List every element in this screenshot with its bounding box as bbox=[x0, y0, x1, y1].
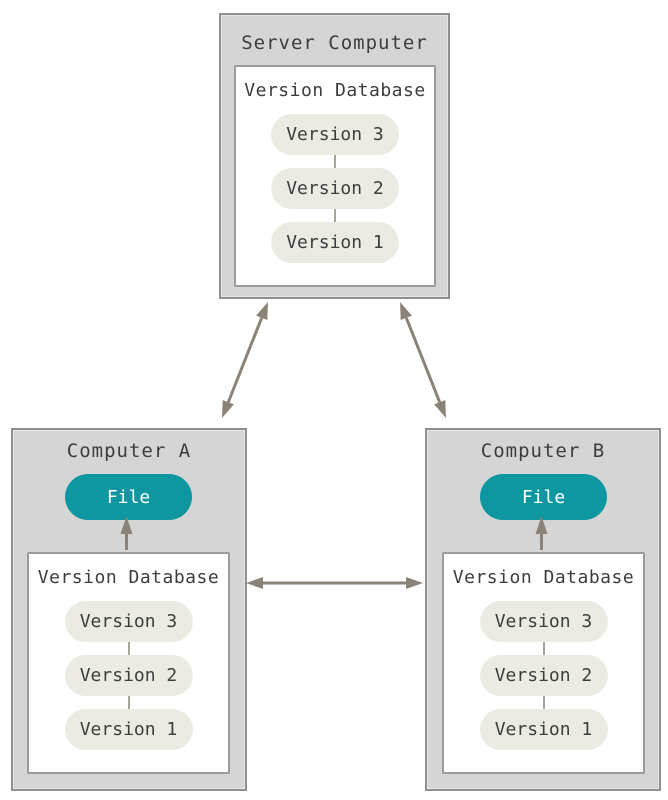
computer-a-version-stack: Version 3 Version 2 Version 1 bbox=[29, 601, 228, 750]
server-version-stack: Version 3 Version 2 Version 1 bbox=[236, 114, 434, 263]
version-connector-line bbox=[127, 642, 130, 655]
version-connector-line bbox=[542, 696, 545, 709]
version-pill: Version 1 bbox=[271, 222, 399, 263]
server-version-database-box: Version Database Version 3 Version 2 Ver… bbox=[234, 65, 436, 287]
computer-b-version-stack: Version 3 Version 2 Version 1 bbox=[444, 601, 643, 750]
computer-b-title: Computer B bbox=[480, 440, 606, 462]
version-pill: Version 3 bbox=[271, 114, 399, 155]
computer-b-box: Computer B File Version Database Version… bbox=[425, 428, 661, 791]
version-connector-line bbox=[542, 642, 545, 655]
version-pill: Version 3 bbox=[479, 601, 608, 642]
version-pill: Version 2 bbox=[271, 168, 399, 209]
version-pill: Version 3 bbox=[64, 601, 193, 642]
computer-b-file-pill: File bbox=[480, 474, 607, 520]
computer-a-title: Computer A bbox=[66, 440, 192, 462]
computer-b-version-database-box: Version Database Version 3 Version 2 Ver… bbox=[442, 552, 645, 774]
computer-a-box: Computer A File Version Database Version… bbox=[11, 428, 247, 791]
version-pill: Version 1 bbox=[479, 709, 608, 750]
computer-a-version-database-label: Version Database bbox=[37, 567, 220, 588]
server-version-database-label: Version Database bbox=[244, 80, 426, 101]
version-connector-line bbox=[334, 209, 336, 222]
version-connector-line bbox=[127, 696, 130, 709]
server-computer-box: Server Computer Version Database Version… bbox=[219, 13, 450, 299]
version-pill: Version 2 bbox=[479, 655, 608, 696]
arrow-server-computer-a bbox=[222, 302, 268, 418]
computer-a-file-pill: File bbox=[65, 474, 192, 520]
arrow-computer-a-computer-b bbox=[246, 577, 423, 589]
version-connector-line bbox=[334, 155, 336, 168]
arrow-server-computer-b bbox=[400, 302, 446, 418]
computer-a-version-database-box: Version Database Version 3 Version 2 Ver… bbox=[27, 552, 230, 774]
computer-b-version-database-label: Version Database bbox=[452, 567, 635, 588]
version-pill: Version 1 bbox=[64, 709, 193, 750]
version-pill: Version 2 bbox=[64, 655, 193, 696]
server-computer-title: Server Computer bbox=[241, 32, 428, 54]
